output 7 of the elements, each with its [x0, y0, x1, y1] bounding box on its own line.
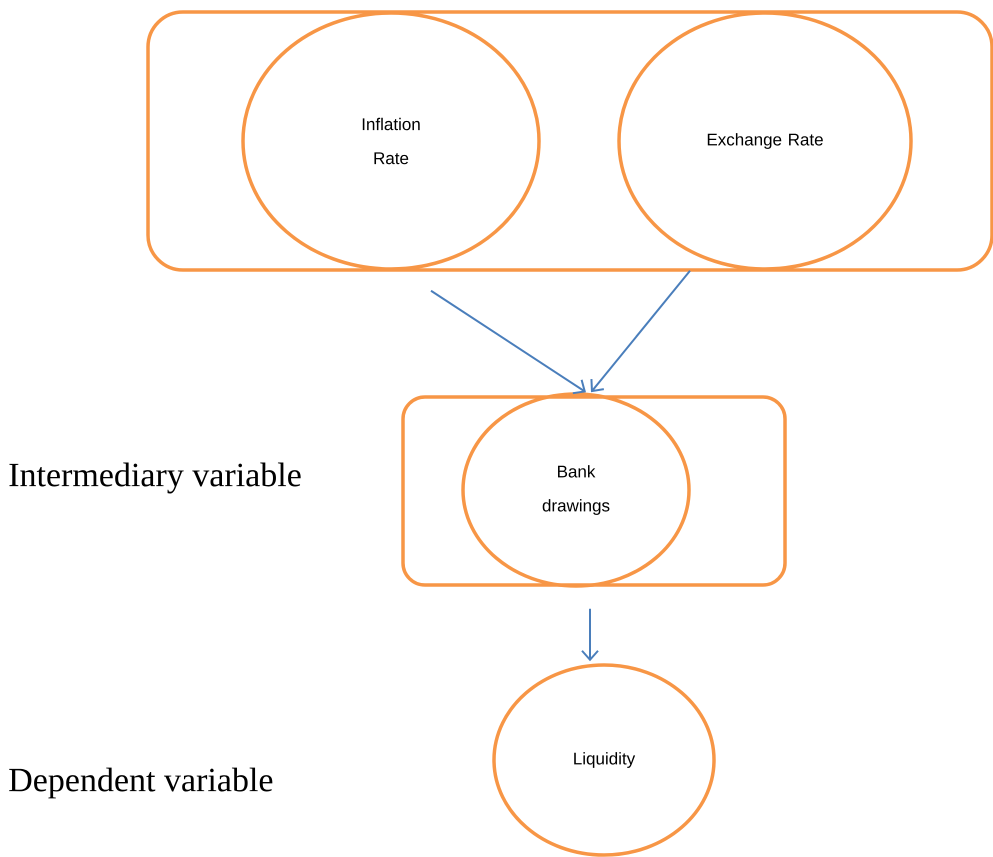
- group-box: [146, 10, 993, 272]
- arrow: [590, 270, 691, 392]
- level-label: Intermediary variable: [9, 462, 301, 494]
- arrow: [581, 608, 599, 662]
- level-label: Dependent variable: [9, 768, 272, 798]
- group-box: [401, 395, 787, 587]
- arrow: [430, 290, 586, 394]
